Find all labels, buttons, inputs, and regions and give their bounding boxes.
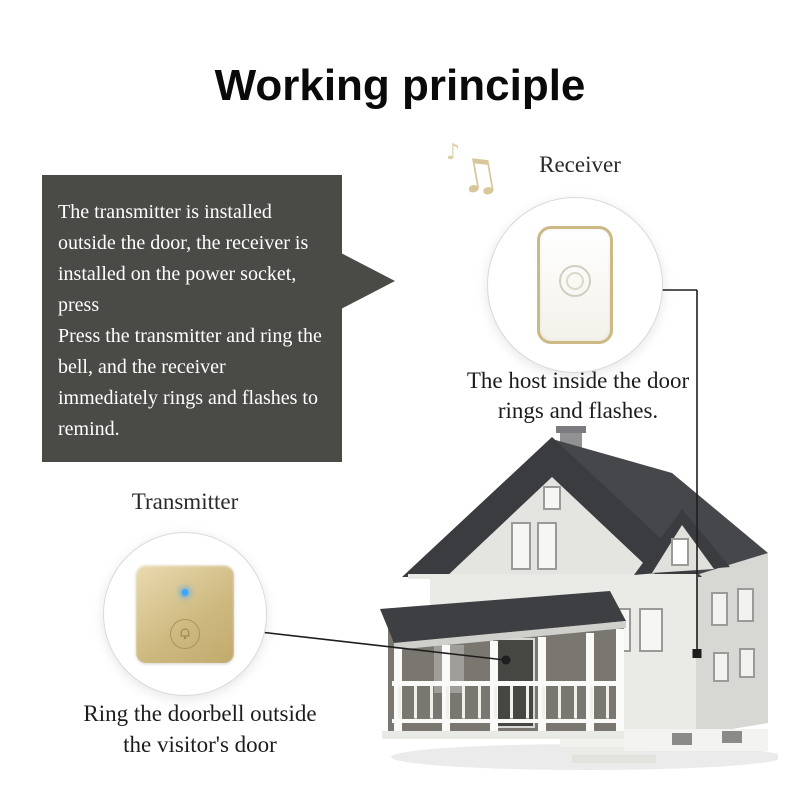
roof-right xyxy=(552,439,768,575)
eave-trim xyxy=(408,574,698,579)
porch-steps xyxy=(382,731,656,763)
transmitter-caption-line1: Ring the doorbell outside xyxy=(83,701,317,726)
music-note-icon: ♪ xyxy=(446,140,461,165)
receiver-button-ring xyxy=(559,265,591,297)
receiver-callout-circle xyxy=(487,197,663,373)
dormer xyxy=(634,509,730,575)
receiver-caption: The host inside the door rings and flash… xyxy=(432,366,724,427)
bubble-tail xyxy=(341,253,395,309)
description-bubble: The transmitter is installed outside the… xyxy=(42,175,395,462)
led-indicator xyxy=(181,589,189,596)
transmitter-device xyxy=(136,565,234,663)
description-text-2: Press the transmitter and ring the bell,… xyxy=(58,325,322,440)
receiver-label: Receiver xyxy=(539,152,621,177)
house-side-wall xyxy=(696,553,768,735)
transmitter-callout-circle xyxy=(103,532,267,696)
transmitter-label: Transmitter xyxy=(131,489,239,514)
receiver-device xyxy=(537,226,613,344)
description-text-1: The transmitter is installed outside the… xyxy=(58,201,309,316)
transmitter-bell-button xyxy=(170,619,200,649)
transmitter-caption: Ring the doorbell outside the visitor's … xyxy=(50,698,350,760)
porch-railing xyxy=(392,681,624,723)
page-title: Working principle xyxy=(214,61,586,111)
bell-icon xyxy=(180,628,190,640)
receiver-caption-line2: rings and flashes. xyxy=(497,398,659,424)
house-illustration xyxy=(380,426,778,770)
gable-windows xyxy=(511,486,561,570)
foundation xyxy=(624,729,768,751)
side-windows xyxy=(711,588,755,682)
transmitter-caption-line2: the visitor's door xyxy=(123,732,277,758)
